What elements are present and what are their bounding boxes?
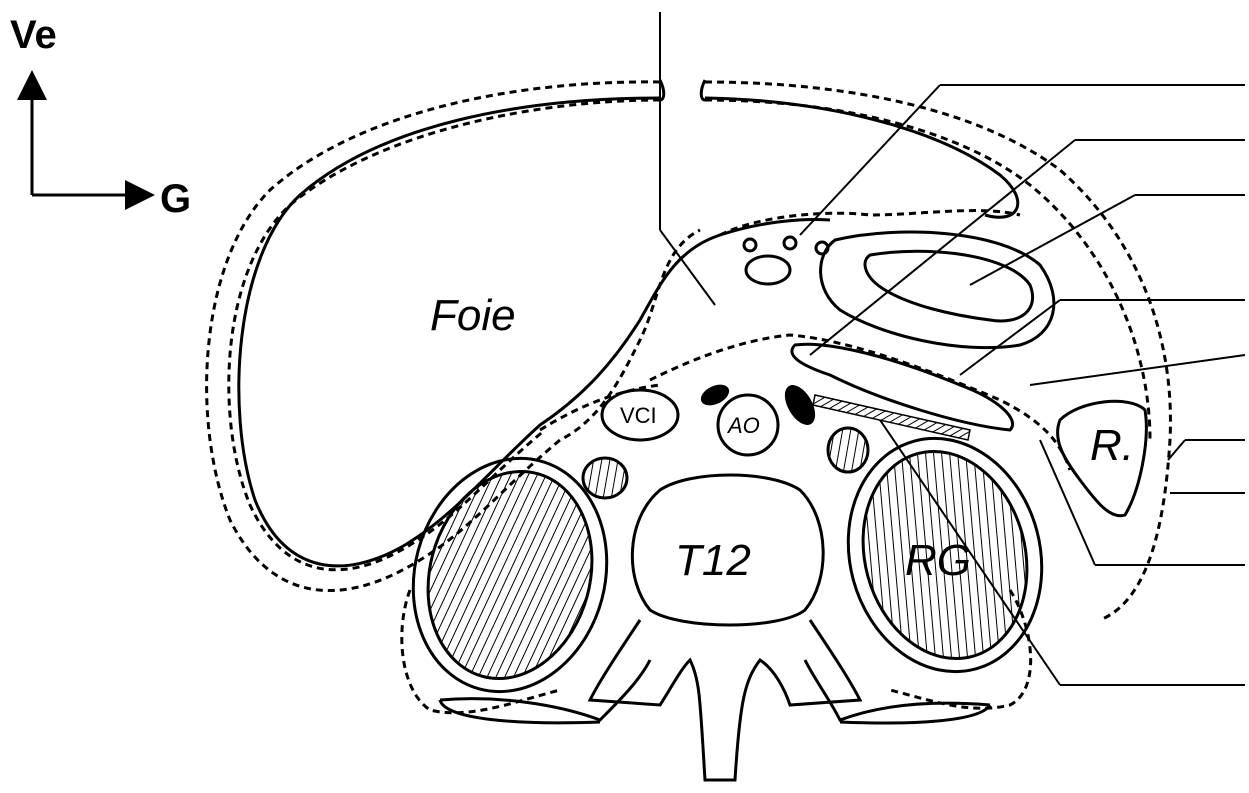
spleen: R.: [1058, 401, 1147, 515]
liver-label: Foie: [430, 291, 516, 340]
left-label: G: [160, 177, 191, 221]
orientation-axes: Ve G: [10, 13, 191, 221]
peritoneal-folds: [540, 211, 1070, 470]
hepatic-pedicle: [744, 237, 828, 284]
spleen-label: R.: [1090, 421, 1134, 470]
pancreas: [792, 344, 1013, 440]
aorta: AO: [718, 395, 778, 455]
inferior-vena-cava: VCI: [602, 390, 678, 440]
aorta-label: AO: [726, 413, 760, 438]
vertebra-label: T12: [675, 536, 751, 585]
ivc-label: VCI: [620, 403, 657, 428]
kidney-label: RG: [905, 536, 971, 585]
ventral-label: Ve: [10, 13, 57, 57]
